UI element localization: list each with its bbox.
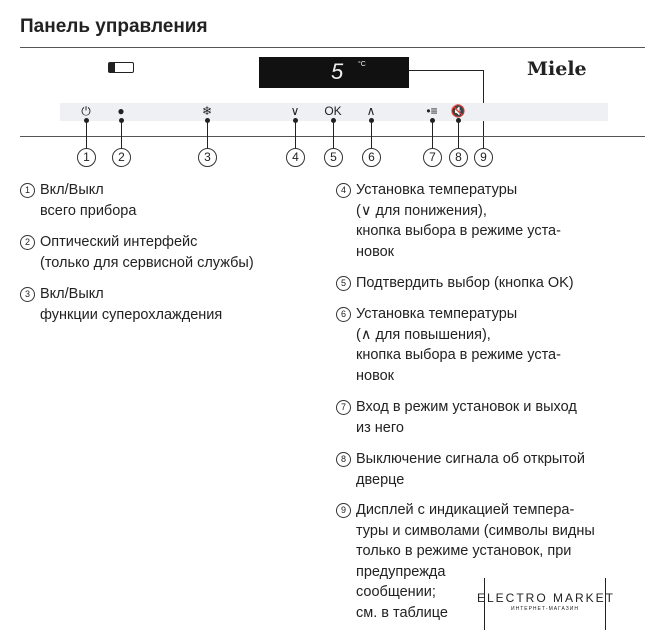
callout-number: 5 [324, 148, 343, 167]
callout-line [207, 120, 208, 148]
down-button[interactable]: ∨ [290, 104, 300, 118]
item-text: Вкл/Выкл всего прибора [40, 182, 137, 219]
item-text: Вход в режим установок и выход из него [356, 399, 577, 436]
callout-line [333, 120, 334, 148]
legend-item: 8 Выключение сигнала об открытой дверце [336, 449, 656, 490]
watermark-subtitle: ИНТЕРНЕТ-МАГАЗИН [511, 606, 579, 612]
legend-item: 1 Вкл/Выкл всего прибора [20, 180, 340, 221]
legend-item: 2 Оптический интерфейс (только для сервис… [20, 232, 340, 273]
callout-number: 6 [362, 148, 381, 167]
item-number: 4 [336, 183, 351, 198]
control-bar [60, 103, 608, 121]
callout-number: 3 [198, 148, 217, 167]
battery-icon [108, 62, 134, 73]
display-temperature: 5 [331, 59, 344, 84]
ok-button[interactable]: OK [324, 104, 342, 118]
item-text: Дисплей с индикацией темпера- туры и сим… [356, 502, 595, 621]
item-number: 2 [20, 235, 35, 250]
callout-line [458, 120, 459, 148]
callout-number: 7 [423, 148, 442, 167]
callout-line [121, 120, 122, 148]
item-number: 9 [336, 503, 351, 518]
legend-item: 3 Вкл/Выкл функции суперохлаждения [20, 284, 340, 325]
miele-logo: Miele [527, 58, 587, 80]
settings-button[interactable]: •≡ [426, 104, 438, 118]
watermark-title: ELECTRO MARKET [476, 591, 615, 605]
display [259, 57, 409, 88]
item-number: 6 [336, 307, 351, 322]
item-number: 1 [20, 183, 35, 198]
divider [20, 47, 645, 48]
item-number: 3 [20, 287, 35, 302]
superfrost-button[interactable]: ❄ [201, 104, 213, 118]
display-unit: °C [358, 61, 366, 68]
callout-line [371, 120, 372, 148]
power-button[interactable]: ⏻ [81, 104, 91, 118]
callout-number: 1 [77, 148, 96, 167]
callout-line [295, 120, 296, 148]
callout-number: 9 [474, 148, 493, 167]
callout-number: 8 [449, 148, 468, 167]
optical-interface-button[interactable]: ● [117, 104, 125, 118]
item-text: Установка температуры (∧ для повышения),… [356, 306, 561, 384]
page-title: Панель управления [20, 16, 208, 37]
legend-item: 5 Подтвердить выбор (кнопка OK) [336, 273, 656, 294]
alarm-off-button[interactable]: 🔇 [450, 104, 466, 118]
item-text: Оптический интерфейс (только для сервисн… [40, 234, 254, 271]
legend-item: 7 Вход в режим установок и выход из него [336, 397, 656, 438]
legend-item: 4 Установка температуры (∨ для понижения)… [336, 180, 656, 262]
item-text: Вкл/Выкл функции суперохлаждения [40, 286, 223, 323]
callout-line [432, 120, 433, 148]
up-button[interactable]: ∧ [366, 104, 376, 118]
callout-number: 4 [286, 148, 305, 167]
item-number: 8 [336, 452, 351, 467]
watermark: ELECTRO MARKET ИНТЕРНЕТ-МАГАЗИН [477, 578, 613, 630]
item-number: 7 [336, 400, 351, 415]
item-text: Установка температуры (∨ для понижения),… [356, 182, 561, 260]
callout-line [86, 120, 87, 148]
legend-item: 6 Установка температуры (∧ для повышения)… [336, 304, 656, 386]
item-text: Подтвердить выбор (кнопка OK) [356, 275, 574, 291]
divider [20, 136, 645, 137]
legend-item: 9 Дисплей с индикацией темпера- туры и си… [336, 500, 656, 623]
callout-number: 2 [112, 148, 131, 167]
item-number: 5 [336, 276, 351, 291]
callout-line [409, 70, 483, 71]
item-text: Выключение сигнала об открытой дверце [356, 451, 585, 488]
